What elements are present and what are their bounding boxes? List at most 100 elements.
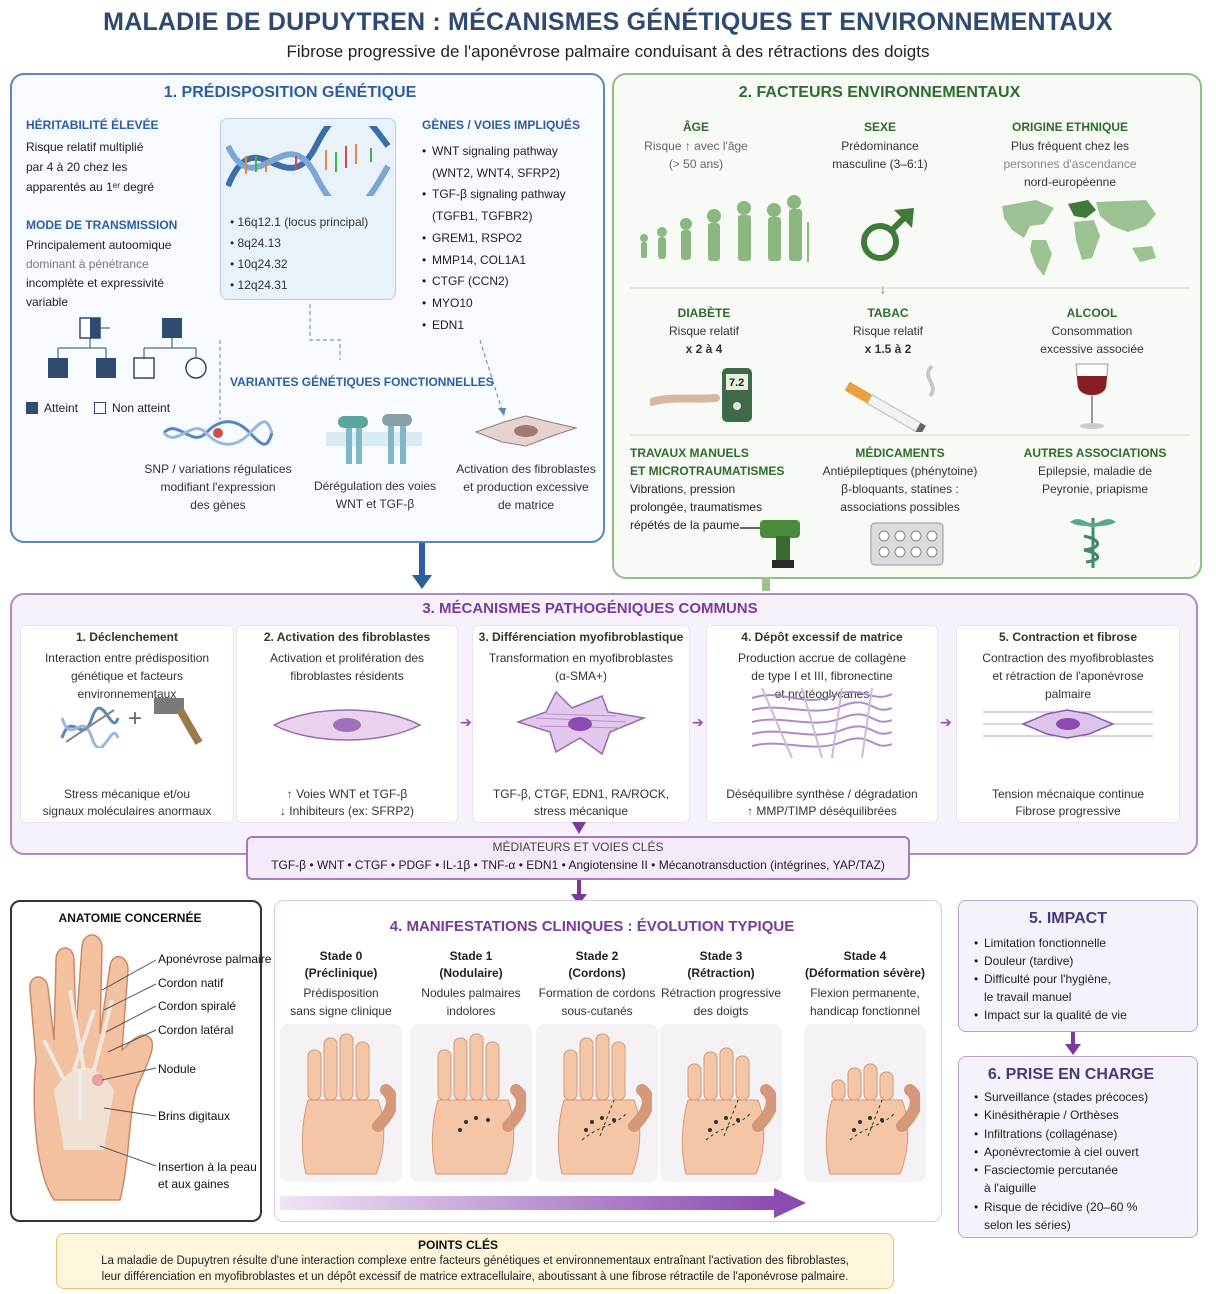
mediators-down-arrow (571, 880, 587, 905)
anatomy-label: Insertion à la peau (158, 1160, 257, 1174)
stage-name: Stade 0 (319, 949, 363, 963)
alcohol-line: excessive associée (1040, 342, 1144, 356)
diabetes-line: x 2 à 4 (685, 342, 723, 356)
mechanism-step-foot: ↑ Voies WNT et TGF-β (286, 787, 408, 801)
step-arrow-icon: ➔ (940, 714, 952, 730)
mechanism-step-visual (236, 700, 458, 755)
diabetes-line: Risque relatif (668, 324, 740, 338)
variant-wnt-line: Dérégulation des voies (313, 479, 437, 493)
alcohol-line: Consommation (1051, 324, 1133, 338)
environment-title: 2. FACTEURS ENVIRONNEMENTAUX (738, 84, 1021, 101)
glucose-meter-icon (650, 368, 752, 422)
care-item: Risque de récidive (20–60 % (974, 1198, 1148, 1217)
manual-work-text: Vibrations, pression prolongée, traumati… (630, 480, 762, 534)
ethnic-title: ORIGINE ETHNIQUE (1011, 120, 1128, 134)
tobacco-text: Risque relatif x 1.5 à 2 (818, 322, 958, 358)
variant-snp-line: des gènes (190, 498, 246, 512)
stage-desc: sous-cutanés (561, 1004, 633, 1018)
stage-subtitle: (Cordons) (568, 966, 626, 980)
loci-list: • 16q12.1 (locus principal) • 8q24.13 • … (230, 212, 368, 296)
locus-item: • 8q24.13 (230, 236, 281, 250)
genes-list: WNT signaling pathway (WNT2, WNT4, SFRP2… (422, 141, 566, 336)
care-item: à l'aiguille (984, 1181, 1037, 1196)
env-separator-1 (630, 287, 1190, 289)
gene-item: CTGF (CCN2) (422, 271, 566, 293)
impact-item: Difficulté pour l'hygiène, (974, 970, 1127, 988)
impact-item: Limitation fonctionnelle (974, 934, 1127, 952)
stage-desc: handicap fonctionnel (809, 1004, 921, 1018)
sex-line: Prédominance (841, 139, 919, 153)
page-subtitle: Fibrose progressive de l'aponévrose palm… (286, 42, 930, 61)
sex-arrow-icon: ↓ (880, 282, 886, 296)
ethnic-line: nord-européenne (1023, 175, 1117, 189)
stage-desc: sans signe clinique (290, 1004, 392, 1018)
heritability-line: apparentés au 1ᵉʳ degré (26, 180, 155, 194)
ethnic-line: personnes d'ascendance (1003, 157, 1137, 171)
other-assoc-text: Epilepsie, maladie de Peyronie, priapism… (1010, 462, 1180, 498)
gene-item: EDN1 (422, 315, 566, 337)
care-item: selon les séries) (984, 1218, 1071, 1233)
other-assoc-title: AUTRES ASSOCIATIONS (1023, 446, 1167, 460)
stage-subtitle: (Rétraction) (687, 966, 755, 980)
variant-snp-line: modifiant l'expression (160, 480, 276, 494)
manual-work-line: Vibrations, pression (630, 482, 736, 496)
hand-stage-illustration (825, 1063, 922, 1175)
alcohol-title: ALCOOL (1066, 306, 1118, 320)
mechanism-step-title: 3. Différenciation myofibroblastique (478, 630, 684, 644)
male-symbol-icon (861, 208, 914, 261)
key-points-title: POINTS CLÉS (417, 1238, 498, 1252)
mediators-list: TGF-β • WNT • CTGF • PDGF • IL-1β • TNF-… (271, 858, 885, 872)
heritability-title: HÉRITABILITÉ ÉLEVÉE (26, 118, 159, 132)
mechanism-step-title: 1. Déclenchement (75, 630, 179, 644)
mechanism-step-desc: Interaction entre prédisposition (44, 651, 210, 665)
hand-stage-illustration (557, 1033, 654, 1175)
variants-title: VARIANTES GÉNÉTIQUES FONCTIONNELLES (230, 375, 494, 389)
mechanism-step-foot: Tension mécnaique continue (991, 787, 1145, 801)
care-item: Surveillance (stades précoces) (974, 1088, 1148, 1107)
mechanism-step-desc: Contraction des myofibroblastes (982, 651, 1154, 665)
care-item: Fasciectomie percutanée (974, 1161, 1148, 1180)
variant-fib-line: de matrice (497, 498, 555, 512)
pedigree-chart (48, 317, 207, 379)
mechanism-step-card (706, 625, 938, 823)
world-map-icon (1002, 200, 1156, 276)
variant-snp-text: SNP / variations régulatices modifiant l… (140, 460, 296, 514)
gene-item: GREM1, RSPO2 (422, 228, 566, 250)
locus-item: • 10q24.32 (230, 257, 288, 271)
age-line: (> 50 ans) (668, 157, 724, 171)
anatomy-label: Nodule (158, 1062, 197, 1076)
stage-subtitle: (Nodulaire) (439, 966, 503, 980)
mechanism-step-foot: Déséquilibre synthèse / dégradation (726, 787, 918, 801)
anatomy-label: Aponévrose palmaire (158, 952, 272, 966)
cigarette-icon (844, 364, 935, 432)
clinical-title: 4. MANIFESTATIONS CLINIQUES : ÉVOLUTION … (389, 918, 795, 935)
diabetes-title: DIABÈTE (677, 306, 731, 320)
other-assoc-line: Peyronie, priapisme (1041, 482, 1149, 496)
mechanism-step-visual (956, 700, 1180, 755)
variant-fib-line: et production excessive (463, 480, 589, 494)
key-points-box (56, 1233, 894, 1289)
manual-work-title: TRAVAUX MANUELS ET MICROTRAUMATISMES (630, 444, 784, 480)
fibroblast-cell-icon (272, 709, 422, 741)
transmission-title: MODE DE TRANSMISSION (26, 218, 178, 232)
legend-affected-label: Atteint (44, 401, 79, 415)
care-item: Infiltrations (collagénase) (974, 1125, 1148, 1144)
pill-pack-icon (870, 522, 944, 566)
mechanism-step-foot: Stress mécanique et/ou (63, 787, 191, 801)
mechanism-step-desc: et rétraction de l'aponévrose (992, 669, 1144, 683)
mechanism-step-visual (706, 687, 938, 763)
genetic-down-arrow (412, 543, 432, 589)
genetic-connectors (219, 304, 506, 420)
drugs-text: Antiépileptiques (phénytoine) β-bloquant… (800, 462, 1000, 516)
affected-swatch (26, 402, 38, 414)
mechanism-step-title: 2. Activation des fibroblastes (263, 630, 431, 644)
manual-work-title-line: ET MICROTRAUMATISMES (630, 464, 785, 478)
drugs-title: MÉDICAMENTS (855, 446, 945, 460)
stage-name: Stade 1 (449, 949, 493, 963)
tobacco-line: Risque relatif (852, 324, 924, 338)
mechanism-step-desc: Transformation en myofibroblastes (488, 651, 674, 665)
snp-dna-icon (162, 420, 274, 446)
impact-title: 5. IMPACT (1029, 910, 1107, 927)
matrix-fibers-icon (751, 687, 893, 759)
myofibroblast-icon (515, 690, 647, 756)
